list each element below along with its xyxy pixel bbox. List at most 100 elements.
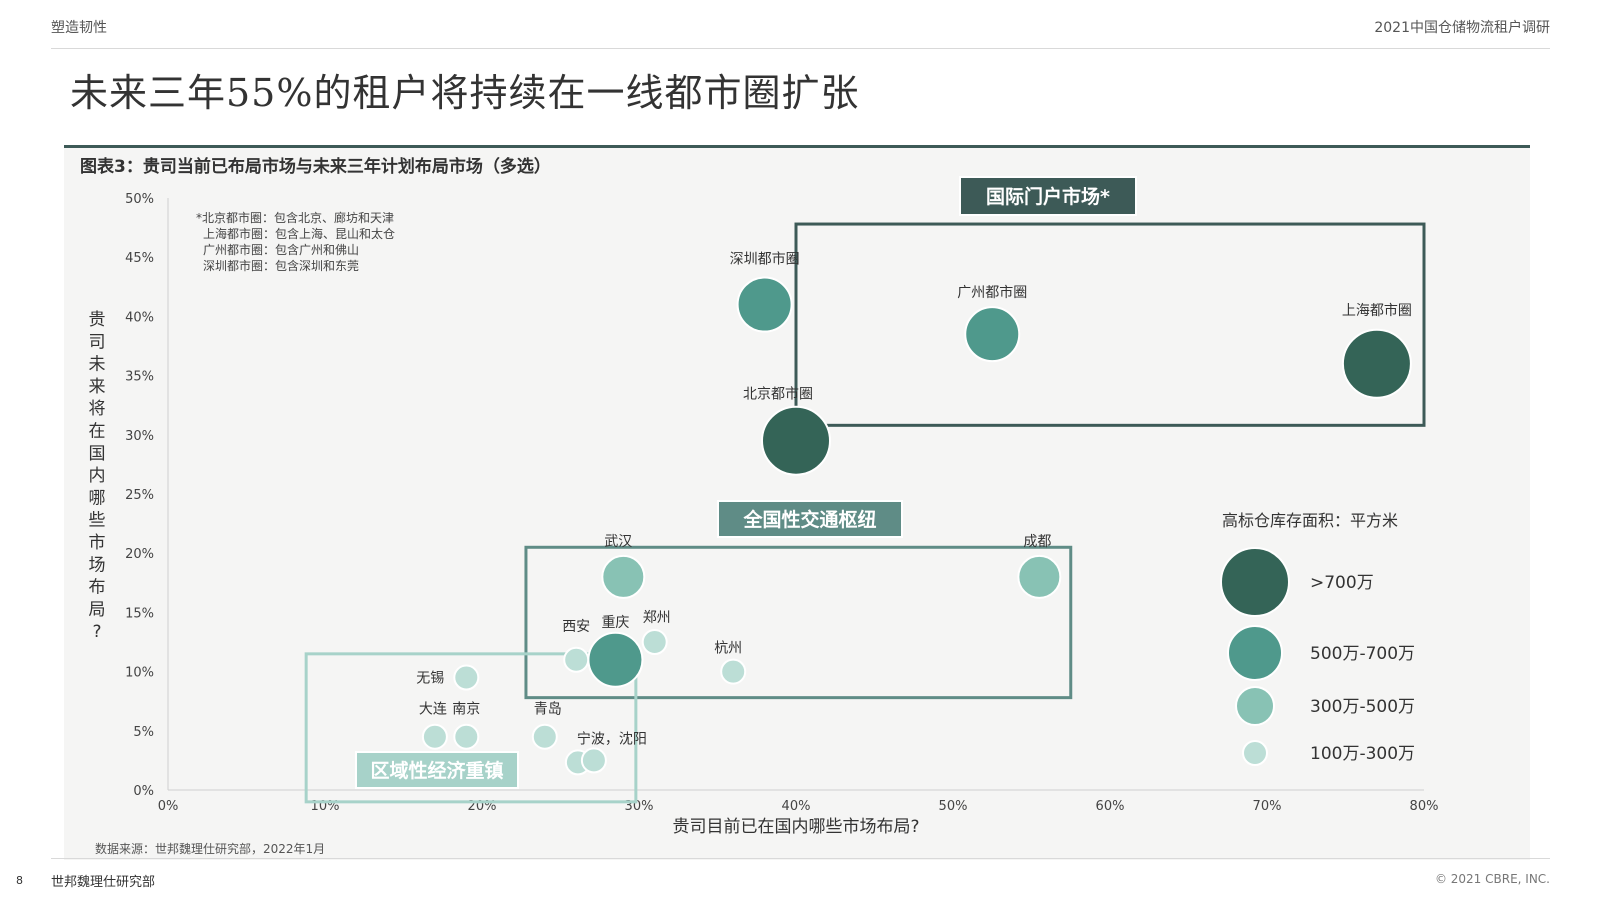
figure-title: 图表3：贵司当前已布局市场与未来三年计划布局市场（多选） bbox=[80, 157, 551, 177]
y-axis-label-char: ? bbox=[92, 622, 101, 642]
bubble-label: 重庆 bbox=[601, 615, 629, 631]
note-line: 广州都市圈：包含广州和佛山 bbox=[203, 242, 359, 257]
bubble bbox=[563, 646, 590, 673]
bubble bbox=[601, 554, 646, 599]
legend: 高标仓库存面积：平方米 >700万 500万-700万 300万-500万 100万-3… bbox=[1220, 511, 1415, 766]
bubble bbox=[580, 747, 607, 774]
bubble bbox=[720, 658, 747, 685]
page-title: 未来三年55%的租户将持续在一线都市圈扩张 bbox=[70, 71, 860, 115]
legend-title: 高标仓库存面积：平方米 bbox=[1222, 511, 1398, 530]
group-box bbox=[524, 545, 1073, 700]
bubble-label: 深圳都市圈 bbox=[730, 251, 800, 268]
legend-label: 100万-300万 bbox=[1310, 744, 1415, 764]
page-number: 8 bbox=[16, 874, 23, 887]
x-tick-label: 60% bbox=[1096, 799, 1125, 814]
footer-copyright: © 2021 CBRE, INC. bbox=[1434, 872, 1550, 886]
y-axis-label-char: 些 bbox=[89, 511, 106, 531]
group-box bbox=[794, 222, 1426, 427]
bubble bbox=[531, 723, 558, 750]
legend-swatch bbox=[1220, 547, 1290, 617]
legend-swatch bbox=[1242, 740, 1268, 766]
x-tick-label: 50% bbox=[939, 799, 968, 814]
bubble bbox=[453, 664, 480, 691]
y-axis-label-char: 局 bbox=[89, 600, 106, 620]
y-tick-label: 25% bbox=[125, 488, 154, 503]
header-report-title: 2021中国仓储物流租户调研 bbox=[1374, 20, 1550, 36]
bubble-label: 大连 bbox=[419, 702, 447, 718]
bubble-label: 青岛 bbox=[534, 702, 562, 718]
bubble-label: 武汉 bbox=[604, 534, 632, 550]
y-axis-label-char: 贵 bbox=[89, 310, 106, 330]
y-tick-label: 0% bbox=[133, 784, 154, 799]
bubble bbox=[421, 723, 448, 750]
x-tick-label: 80% bbox=[1410, 799, 1439, 814]
x-tick-label: 0% bbox=[158, 799, 179, 814]
y-tick-label: 10% bbox=[125, 666, 154, 681]
x-tick-label: 70% bbox=[1253, 799, 1282, 814]
y-axis-label-char: 司 bbox=[89, 332, 106, 352]
legend-label: >700万 bbox=[1310, 573, 1374, 593]
header-section-label: 塑造韧性 bbox=[51, 20, 107, 36]
legend-swatch bbox=[1235, 686, 1275, 726]
y-axis-label-char: 在 bbox=[89, 422, 106, 442]
y-tick-label: 50% bbox=[125, 192, 154, 207]
legend-swatch bbox=[1227, 625, 1283, 681]
bubble-label: 北京都市圈 bbox=[743, 386, 813, 403]
bubble bbox=[587, 631, 644, 688]
bubble-label: 广州都市圈 bbox=[957, 284, 1027, 301]
footer-divider bbox=[51, 858, 1550, 859]
bubble-label: 南京 bbox=[452, 702, 480, 718]
bubble-label: 成都 bbox=[1023, 534, 1051, 550]
bubble-label: 杭州 bbox=[714, 641, 742, 657]
y-axis-label-char: 内 bbox=[89, 466, 106, 486]
y-axis-label-char: 未 bbox=[89, 355, 106, 375]
footer-org: 世邦魏理仕研究部 bbox=[51, 875, 156, 890]
legend-label: 300万-500万 bbox=[1310, 697, 1415, 717]
group-tag-label: 国际门户市场* bbox=[986, 185, 1110, 208]
group-tag-label: 全国性交通枢纽 bbox=[742, 508, 876, 531]
note-line: 上海都市圈：包含上海、昆山和太仓 bbox=[203, 226, 395, 241]
y-axis-label-char: 布 bbox=[89, 578, 106, 598]
chart-bubbles: 深圳都市圈广州都市圈上海都市圈北京都市圈武汉 成都重庆西安 郑州杭州无锡大连南京 青岛… bbox=[416, 251, 1412, 776]
chart-notes: *北京都市圈：包含北京、廊坊和天津上海都市圈：包含上海、昆山和太仓广州都市圈：包… bbox=[196, 210, 395, 273]
group-box bbox=[304, 652, 638, 804]
data-source: 数据来源：世邦魏理仕研究部，2022年1月 bbox=[95, 842, 326, 856]
bubble-label: 西安 bbox=[562, 619, 590, 635]
bubble-label: 上海都市圈 bbox=[1342, 302, 1412, 319]
y-tick-label: 5% bbox=[133, 725, 154, 740]
bubble bbox=[1341, 328, 1412, 399]
bubble-label: 宁波，沈阳 bbox=[577, 730, 647, 747]
y-tick-label: 15% bbox=[125, 606, 154, 621]
y-axis-label-char: 市 bbox=[89, 533, 106, 553]
group-tag bbox=[355, 751, 519, 789]
y-tick-label: 40% bbox=[125, 310, 154, 325]
bubble bbox=[453, 723, 480, 750]
y-tick-label: 30% bbox=[125, 429, 154, 444]
bubble bbox=[1017, 554, 1062, 599]
note-line: *北京都市圈：包含北京、廊坊和天津 bbox=[196, 210, 394, 225]
bubble-label: 郑州 bbox=[643, 610, 671, 626]
y-axis-label-char: 场 bbox=[89, 555, 106, 575]
y-axis-label-char: 国 bbox=[89, 444, 106, 464]
group-tag-label: 区域性经济重镇 bbox=[370, 759, 503, 782]
group-tag bbox=[959, 176, 1137, 216]
header-divider bbox=[51, 48, 1550, 49]
note-line: 深圳都市圈：包含深圳和东莞 bbox=[203, 258, 359, 273]
bubble bbox=[736, 276, 793, 333]
chart-axes: 0%5%10%15%20%25%30%35%40%45%50%0%10%20%3… bbox=[89, 192, 1439, 837]
y-axis-label-char: 将 bbox=[89, 399, 106, 419]
legend-label: 500万-700万 bbox=[1310, 644, 1415, 664]
y-tick-label: 45% bbox=[125, 251, 154, 266]
bubble bbox=[964, 306, 1021, 363]
x-axis-label: 贵司目前已在国内哪些市场布局? bbox=[672, 817, 919, 837]
bubble-label: 无锡 bbox=[416, 671, 444, 687]
y-tick-label: 20% bbox=[125, 547, 154, 562]
y-axis-label-char: 来 bbox=[89, 377, 106, 397]
y-axis-label-char: 哪 bbox=[89, 488, 106, 508]
group-tag bbox=[717, 500, 903, 538]
bubble bbox=[641, 629, 668, 655]
x-tick-label: 40% bbox=[782, 799, 811, 814]
bubble bbox=[761, 405, 831, 476]
